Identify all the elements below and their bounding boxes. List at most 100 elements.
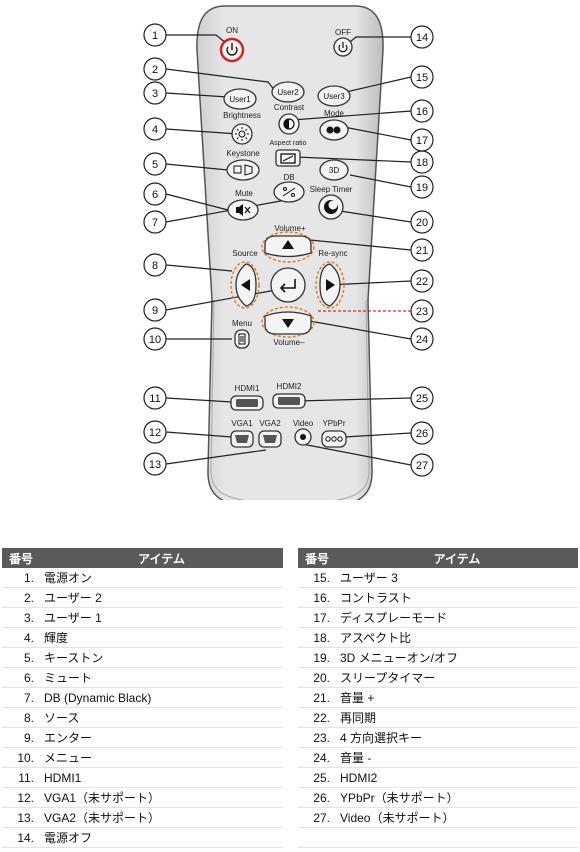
item-name: VGA1（未サポート） (40, 787, 283, 808)
item-name: 再同期 (336, 707, 578, 728)
item-number: 8. (2, 707, 40, 728)
callout-number: 19 (416, 182, 428, 194)
item-number: 16. (298, 587, 336, 608)
re-sync-label: Re-sync (318, 249, 347, 258)
sleep-timer-label: Sleep Timer (310, 185, 353, 194)
volume-plus-arrow-icon (282, 240, 294, 249)
table-row: 16.コントラスト (298, 587, 578, 608)
mute-icon (236, 204, 251, 216)
item-name: 3D メニューオン/オフ (336, 647, 578, 668)
table-row: 6.ミュート (2, 667, 283, 688)
callout-12: 12 (143, 420, 167, 444)
callout-number: 8 (152, 260, 158, 272)
user1-label: User1 (229, 95, 251, 104)
3d-button[interactable] (319, 159, 349, 181)
item-number: 9. (2, 727, 40, 748)
user2-button[interactable] (271, 81, 305, 103)
callout-number: 12 (149, 427, 161, 439)
callout-group: 1234567891011121314151617181920212223242… (143, 23, 434, 477)
volume-minus-label: Volume– (273, 338, 305, 347)
callout-24: 24 (410, 327, 434, 351)
item-number: 14. (2, 827, 40, 848)
keystone-button[interactable] (226, 159, 260, 181)
item-number: 5. (2, 647, 40, 668)
contrast-icon (283, 118, 295, 130)
item-name: ユーザー 2 (40, 587, 283, 608)
table-row: 27.Video（未サポート） (298, 807, 578, 828)
callout-number: 2 (152, 64, 158, 76)
callout-number: 15 (416, 72, 428, 84)
item-number: 22. (298, 707, 336, 728)
volume-plus-label: Volume+ (274, 224, 306, 233)
item-name: Video（未サポート） (336, 807, 578, 828)
item-name: HDMI1 (40, 767, 283, 788)
callout-number: 21 (416, 245, 428, 257)
item-name: 4 方向選択キー (336, 727, 578, 748)
callout-11: 11 (143, 386, 167, 410)
table-row: 23.4 方向選択キー (298, 727, 578, 748)
db-icon (282, 187, 296, 197)
item-number: 25. (298, 767, 336, 788)
item-number: 6. (2, 667, 40, 688)
ypbpr-button[interactable] (321, 430, 347, 448)
item-number: 12. (2, 787, 40, 808)
vga2-label: VGA2 (259, 419, 281, 428)
enter-button[interactable] (270, 267, 306, 303)
item-name: スリープタイマー (336, 667, 578, 688)
table-row: 12.VGA1（未サポート） (2, 787, 283, 808)
callout-number: 22 (416, 276, 428, 288)
item-number: 10. (2, 747, 40, 768)
db-label: DB (283, 173, 294, 182)
table-row: 13.VGA2（未サポート） (2, 807, 283, 828)
table-row: 25.HDMI2 (298, 767, 578, 788)
table-row: 15.ユーザー 3 (298, 568, 578, 588)
table-row: 18.アスペクト比 (298, 627, 578, 648)
item-name: ユーザー 3 (336, 568, 578, 588)
power-on-icon (226, 43, 238, 56)
brightness-icon (235, 127, 249, 141)
re-sync-arrow-icon (326, 279, 335, 291)
video-port-icon (300, 434, 306, 440)
volume-minus-arrow-icon (282, 319, 294, 328)
table-row: 20.スリープタイマー (298, 667, 578, 688)
item-name: 輝度 (40, 627, 283, 648)
callout-number: 7 (152, 217, 158, 229)
user3-button[interactable] (317, 85, 351, 107)
on-label: ON (226, 26, 238, 35)
item-name (336, 827, 578, 848)
callout-number: 4 (152, 124, 158, 136)
menu-icon (238, 333, 246, 345)
item-number: 11. (2, 767, 40, 788)
item-name: ディスプレーモード (336, 607, 578, 628)
hdmi2-label: HDMI2 (277, 382, 302, 391)
callout-19: 19 (410, 175, 434, 199)
mode-icon (326, 126, 341, 134)
table-row: 22.再同期 (298, 707, 578, 728)
callout-16: 16 (410, 99, 434, 123)
aspect-ratio-icon (280, 153, 296, 164)
callout-15: 15 (410, 65, 434, 89)
mute-label: Mute (235, 189, 253, 198)
callout-17: 17 (410, 128, 434, 152)
vga2-port-icon (263, 435, 277, 443)
item-number: 20. (298, 667, 336, 688)
callout-number: 24 (416, 334, 428, 346)
callout-18: 18 (410, 150, 434, 174)
item-name: 電源オフ (40, 827, 283, 848)
callout-23: 23 (410, 299, 434, 323)
user1-button[interactable] (223, 88, 257, 110)
ypbpr-label: YPbPr (322, 419, 345, 428)
callout-14: 14 (410, 25, 434, 49)
four-way-highlight (230, 231, 345, 338)
item-name: アスペクト比 (336, 627, 578, 648)
item-name: キーストン (40, 647, 283, 668)
callout-1: 1 (143, 23, 167, 47)
item-number: 24. (298, 747, 336, 768)
callout-26: 26 (410, 421, 434, 445)
vga1-port-icon (235, 435, 249, 443)
callout-21: 21 (410, 238, 434, 262)
column-header-number: 番号 (298, 548, 336, 568)
item-name: コントラスト (336, 587, 578, 608)
